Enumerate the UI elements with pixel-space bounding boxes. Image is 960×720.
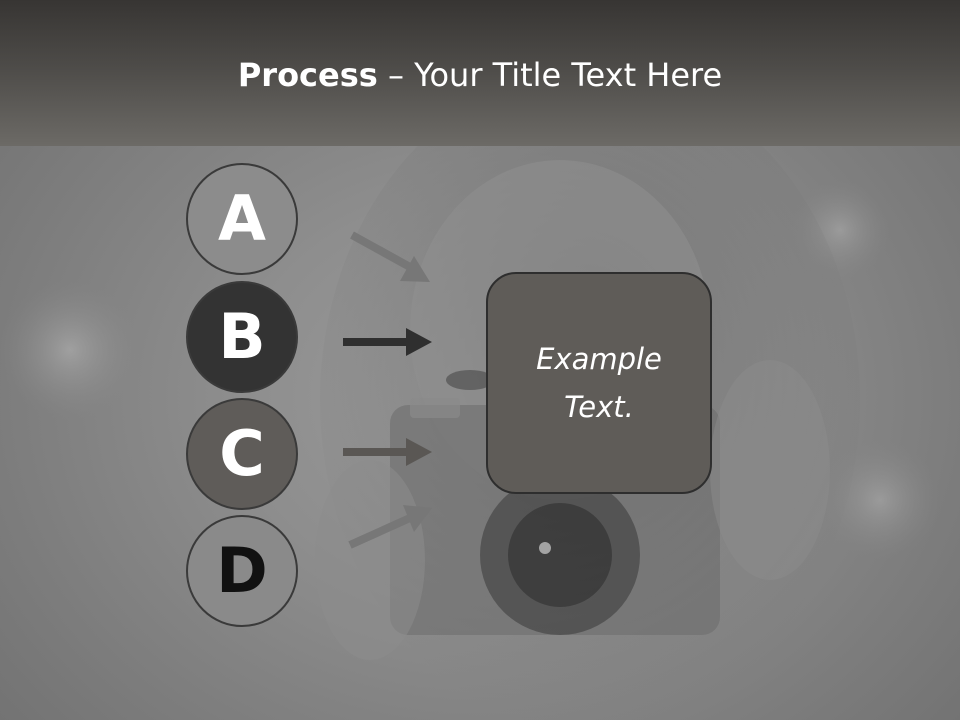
step-c-letter: C	[219, 417, 265, 490]
step-a-circle: A	[186, 163, 298, 275]
step-d-letter: D	[216, 534, 268, 607]
title-rest: – Your Title Text Here	[377, 56, 723, 94]
arrow-c-icon	[343, 438, 432, 466]
arrow-b-icon	[343, 328, 432, 356]
step-d-circle: D	[186, 515, 298, 627]
example-text-box: Example Text.	[486, 272, 712, 494]
title-band	[0, 0, 960, 146]
title-bold: Process	[237, 56, 378, 94]
slide-title: Process – Your Title Text Here	[0, 52, 960, 98]
arrow-d-icon	[348, 505, 432, 549]
step-b-letter: B	[218, 300, 266, 373]
step-a-letter: A	[218, 182, 266, 255]
arrow-a-icon	[350, 231, 430, 282]
step-c-circle: C	[186, 398, 298, 510]
step-b-circle: B	[186, 281, 298, 393]
example-text: Example Text.	[536, 342, 662, 424]
